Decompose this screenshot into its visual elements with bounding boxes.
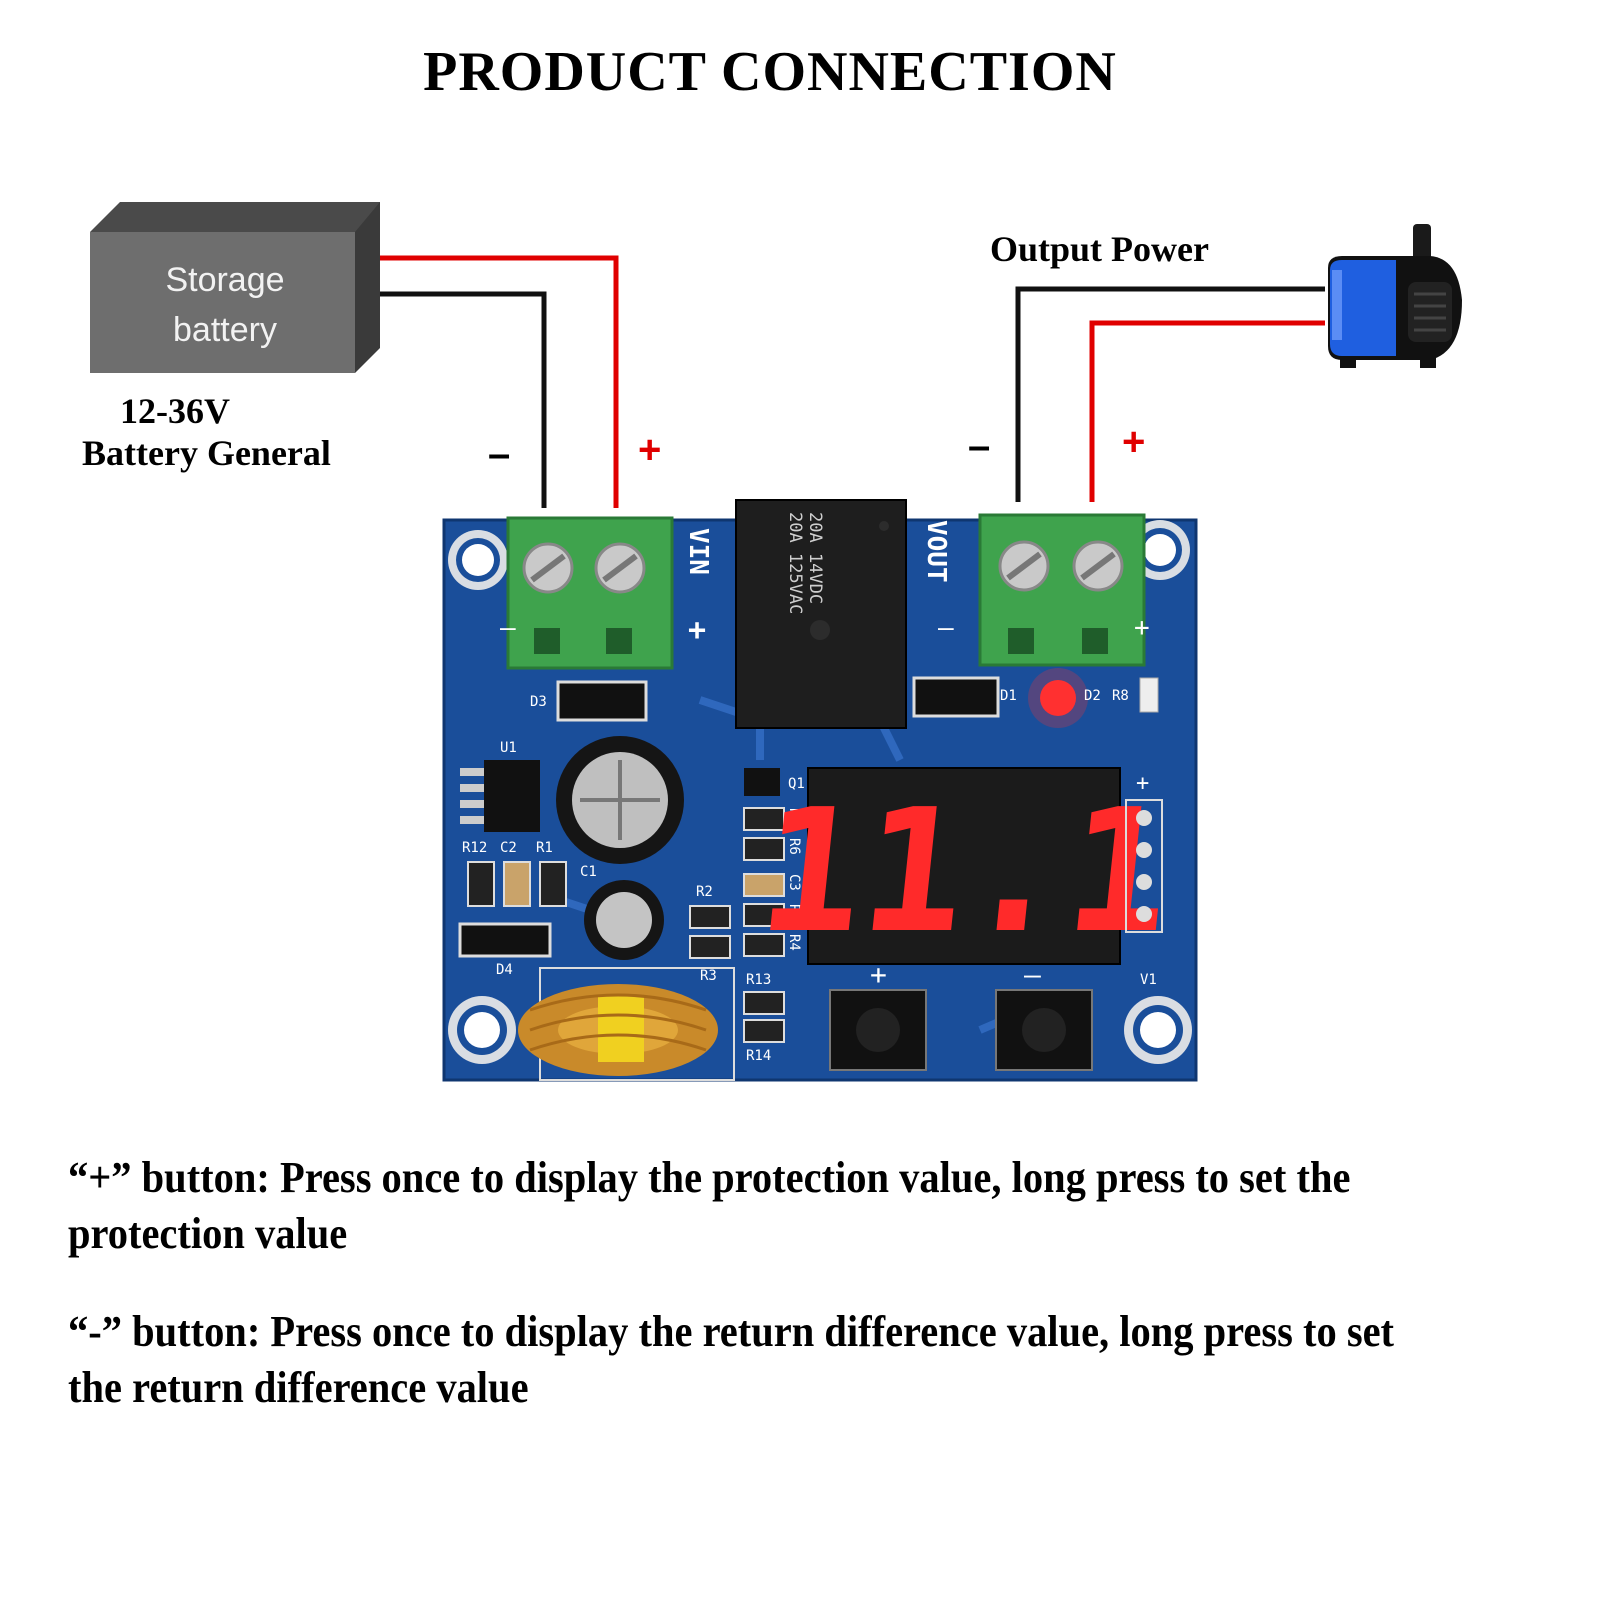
label-c1: C1 bbox=[580, 864, 597, 880]
label-q1: Q1 bbox=[788, 776, 805, 792]
label-d1: D1 bbox=[1000, 688, 1017, 704]
vout-label: VOUT bbox=[921, 520, 951, 583]
output-negative-wire bbox=[1015, 286, 1325, 502]
relay-rating-1: 20A 14VDC bbox=[805, 512, 825, 604]
water-pump-icon bbox=[1328, 224, 1462, 368]
vin-label: VIN bbox=[683, 528, 713, 575]
output-minus-sign: – bbox=[968, 424, 991, 468]
label-r7: R7 bbox=[786, 808, 802, 825]
label-r5: R5 bbox=[786, 904, 802, 921]
input-plus-sign: + bbox=[638, 428, 662, 472]
svg-text:–: – bbox=[500, 613, 516, 643]
label-r6: R6 bbox=[786, 838, 802, 855]
label-r13: R13 bbox=[746, 972, 771, 988]
output-positive-wire bbox=[1089, 320, 1325, 502]
battery-label: Storage battery bbox=[110, 255, 340, 355]
label-c2: C2 bbox=[500, 840, 517, 856]
svg-text:+: + bbox=[688, 613, 706, 648]
svg-text:–: – bbox=[938, 613, 954, 643]
label-d2: D2 bbox=[1084, 688, 1101, 704]
mounting-hole bbox=[1124, 996, 1192, 1064]
label-u1: U1 bbox=[500, 740, 517, 756]
mounting-hole bbox=[448, 530, 508, 590]
seven-segment-display: 11.1 bbox=[750, 767, 1180, 971]
input-negative-wire bbox=[380, 291, 547, 508]
inductor-coil bbox=[518, 967, 735, 1081]
svg-text:+: + bbox=[1134, 613, 1150, 643]
storage-battery bbox=[90, 202, 380, 373]
label-d3: D3 bbox=[530, 694, 547, 710]
label-c3: C3 bbox=[786, 874, 802, 891]
minus-button-description: “-” button: Press once to display the re… bbox=[68, 1307, 1395, 1412]
input-positive-wire bbox=[380, 255, 619, 508]
svg-text:—: — bbox=[1024, 958, 1041, 991]
input-minus-sign: – bbox=[488, 432, 511, 476]
label-r12: R12 bbox=[462, 840, 487, 856]
capacitor-large bbox=[556, 736, 684, 864]
plus-button-description: “+” button: Press once to display the pr… bbox=[68, 1153, 1351, 1258]
label-r8: R8 bbox=[1112, 688, 1129, 704]
label-r14: R14 bbox=[746, 1048, 771, 1064]
relay: 20A 14VDC 20A 125VAC bbox=[735, 499, 907, 729]
page-title: PRODUCT CONNECTION bbox=[423, 41, 1117, 103]
label-r3: R3 bbox=[700, 968, 717, 984]
battery-label-line2: battery bbox=[173, 311, 277, 349]
battery-voltage: 12-36V bbox=[120, 391, 230, 431]
plus-button[interactable]: + bbox=[829, 958, 927, 1071]
output-power-label: Output Power bbox=[990, 229, 1209, 269]
battery-label-line1: Storage bbox=[165, 261, 285, 299]
battery-type: Battery General bbox=[82, 433, 331, 473]
mounting-hole bbox=[448, 996, 516, 1064]
status-led bbox=[1040, 680, 1076, 716]
capacitor-small bbox=[584, 880, 664, 960]
output-terminal-block bbox=[978, 513, 1146, 667]
minus-button[interactable]: — bbox=[995, 958, 1093, 1071]
input-terminal-block bbox=[506, 516, 674, 670]
label-r4: R4 bbox=[786, 934, 802, 951]
protection-board: 20A 14VDC 20A 125VAC VIN VOUT + – – + D3… bbox=[442, 499, 1198, 1082]
label-d4: D4 bbox=[496, 962, 513, 978]
label-v1: V1 bbox=[1140, 972, 1157, 988]
svg-text:+: + bbox=[1136, 771, 1149, 796]
svg-text:+: + bbox=[870, 958, 887, 991]
output-plus-sign: + bbox=[1122, 420, 1146, 464]
relay-rating-2: 20A 125VAC bbox=[785, 512, 805, 614]
label-r1: R1 bbox=[536, 840, 553, 856]
display-value: 11.1 bbox=[750, 773, 1180, 970]
label-r2: R2 bbox=[696, 884, 713, 900]
